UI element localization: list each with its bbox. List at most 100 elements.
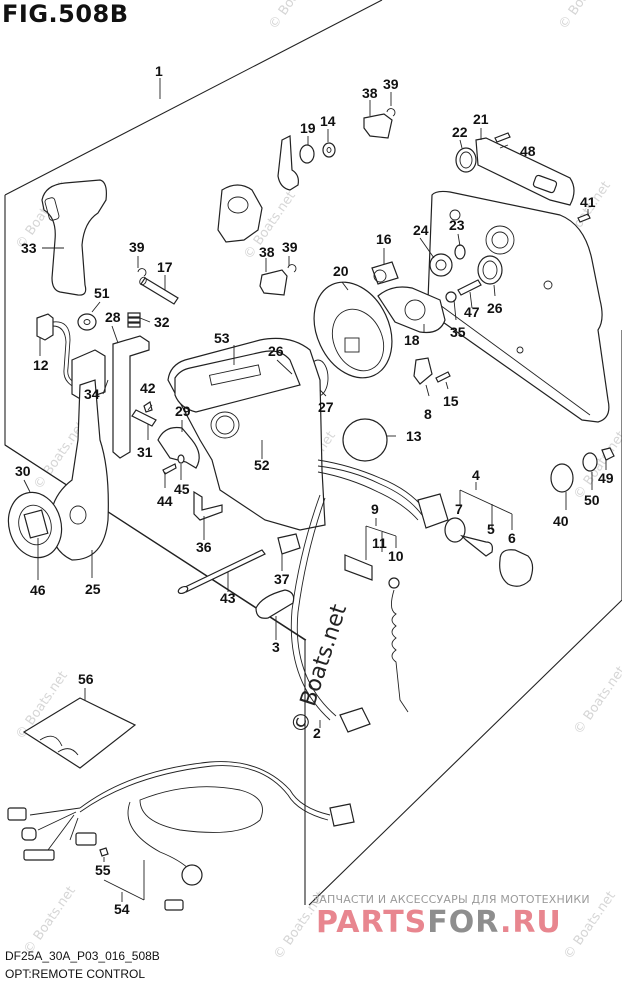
callout-50: 50 [584, 492, 600, 508]
callout-4: 4 [472, 467, 480, 483]
callout-34: 34 [84, 386, 100, 402]
callout-1: 1 [155, 63, 163, 79]
neutral-lock-bracket [217, 184, 263, 243]
callout-38a: 38 [259, 244, 275, 260]
promo-brand-logo[interactable]: PARTSFOR.RU [316, 905, 562, 940]
callout-56: 56 [78, 671, 94, 687]
part-47-screw [457, 279, 482, 296]
part-25-lever-arm [49, 379, 109, 561]
callout-40: 40 [553, 513, 569, 529]
part-10-lanyard-cord [391, 589, 409, 713]
figure-title: FIG.508B [2, 0, 129, 28]
part-48-screw [494, 132, 511, 143]
part-24-cam [429, 253, 453, 277]
callout-14: 14 [320, 113, 336, 129]
callout-33: 33 [21, 240, 37, 256]
part-56-hardware-bag [22, 697, 137, 769]
callout-5: 5 [487, 521, 495, 537]
callout-3: 3 [272, 639, 280, 655]
callout-29: 29 [175, 403, 191, 419]
callout-25: 25 [85, 581, 101, 597]
part-39a-clip [137, 268, 147, 277]
part-43-long-screw [182, 549, 266, 593]
callout-19: 19 [300, 120, 316, 136]
ignition-switch-face [444, 517, 466, 543]
part-53-panel [174, 350, 301, 413]
neutral-lever [277, 135, 299, 191]
part-36-clip [193, 490, 223, 521]
watermark: © Boats.net [571, 664, 622, 738]
part-12-switch [36, 313, 54, 341]
callout-41: 41 [580, 194, 596, 210]
callout-39c: 39 [383, 76, 399, 92]
callout-49: 49 [598, 470, 614, 486]
part-14-washer [322, 142, 336, 158]
part-42-screw [143, 401, 153, 413]
part-54-wiring-harness [7, 761, 355, 911]
callout-45: 45 [174, 481, 190, 497]
callout-27: 27 [318, 399, 334, 415]
callout-47: 47 [464, 304, 480, 320]
callout-54: 54 [114, 901, 130, 917]
callout-32: 32 [154, 314, 170, 330]
callout-13: 13 [406, 428, 422, 444]
watermark: © Boats.net [556, 0, 614, 32]
part-19-seal [299, 144, 315, 164]
brand-part-3: .RU [499, 905, 562, 940]
watermark: © Boats.net [266, 0, 324, 32]
callout-30: 30 [15, 463, 31, 479]
part-49-nut [601, 447, 615, 461]
callout-38b: 38 [362, 85, 378, 101]
promo-tagline: ЗАПЧАСТИ И АКСЕССУАРЫ ДЛЯ МОТОТЕХНИКИ [312, 893, 590, 906]
callout-44: 44 [157, 493, 173, 509]
part-55-clip [99, 847, 109, 857]
callout-2: 2 [313, 725, 321, 741]
callout-26b: 26 [487, 300, 503, 316]
part-44-screw [162, 463, 177, 475]
part-6-cap [499, 549, 534, 587]
part-32-spring [127, 312, 141, 328]
part-33-handle-grip [41, 179, 107, 296]
callout-28: 28 [105, 309, 121, 325]
callout-37: 37 [274, 571, 290, 587]
part-28-lever [112, 335, 150, 459]
callout-18: 18 [404, 332, 420, 348]
part-38b-retainer [363, 113, 393, 139]
callout-46: 46 [30, 582, 46, 598]
part-2-connector [339, 707, 371, 733]
part-39b-clip [287, 264, 297, 273]
part-40-grommet [550, 463, 574, 493]
callout-26a: 26 [268, 343, 284, 359]
part-3-plate [255, 589, 295, 619]
part-17-pin [140, 277, 179, 305]
leader-lines [23, 92, 607, 902]
callout-7: 7 [455, 501, 463, 517]
callout-8: 8 [424, 406, 432, 422]
part-51-washer [77, 313, 97, 331]
callout-55: 55 [95, 862, 111, 878]
part-38a-retainer [259, 269, 288, 296]
callout-35: 35 [450, 324, 466, 340]
callout-6: 6 [508, 530, 516, 546]
watermark: © Boats.net [21, 884, 79, 958]
part-31-link [131, 409, 157, 427]
callout-11: 11 [372, 535, 387, 551]
part-9-stop-switch [344, 554, 373, 581]
callout-21: 21 [473, 111, 489, 127]
part-37-spacer [277, 533, 301, 555]
callout-20: 20 [333, 263, 349, 279]
callout-42: 42 [140, 380, 156, 396]
part-45-washer [177, 454, 185, 464]
part-8-switch [413, 357, 433, 385]
callout-24: 24 [413, 222, 429, 238]
callout-39b: 39 [282, 239, 298, 255]
callout-12: 12 [33, 357, 49, 373]
callout-48: 48 [520, 143, 536, 159]
part-50-washer [582, 452, 598, 472]
callout-15: 15 [443, 393, 459, 409]
callout-36: 36 [196, 539, 212, 555]
part-39c-clip [386, 108, 396, 117]
part-22-seal [455, 147, 477, 173]
callout-39a: 39 [129, 239, 145, 255]
